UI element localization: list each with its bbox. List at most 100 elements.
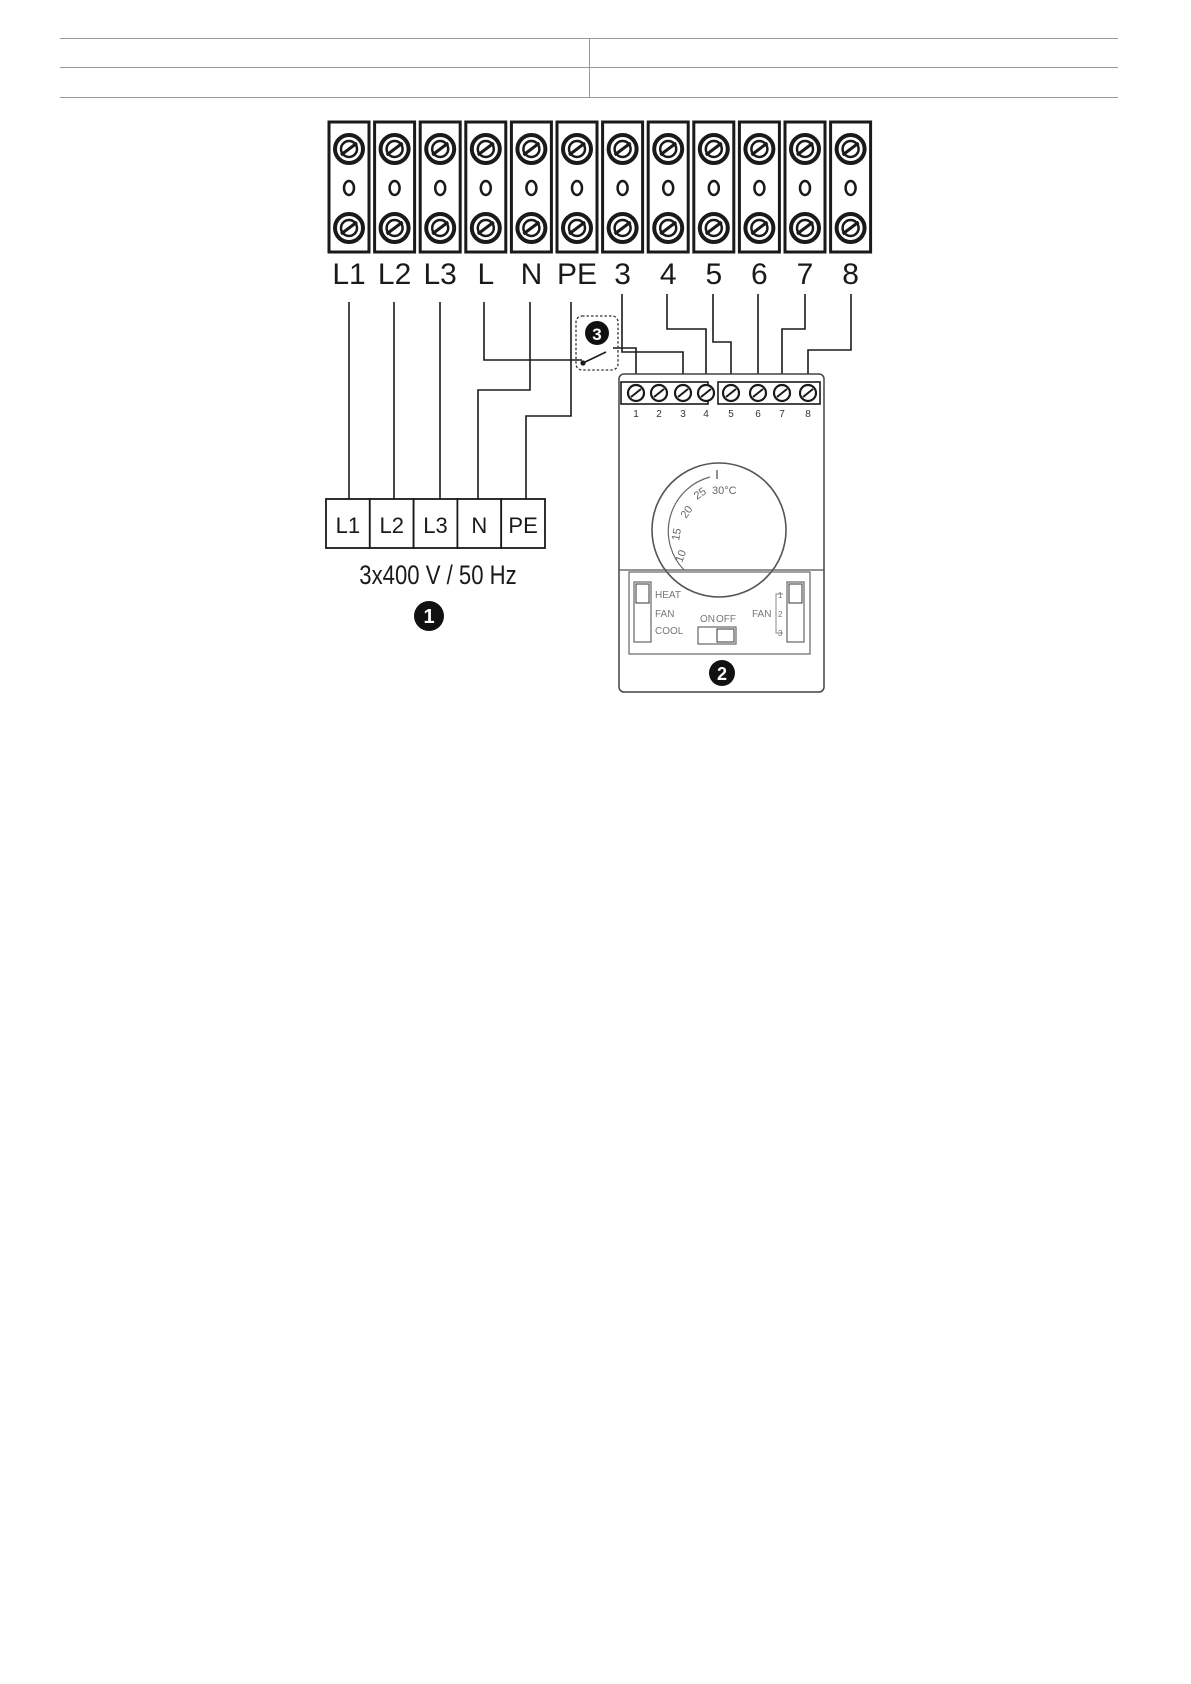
supply-terminal-label: PE [508, 513, 537, 538]
wire-pe [525, 302, 572, 499]
switch-dashed-box [575, 315, 619, 371]
terminal-label: 4 [660, 258, 677, 291]
terminal-label: 5 [705, 258, 722, 291]
terminal-l3: L3 [418, 120, 462, 291]
terminal-7: 7 [783, 120, 827, 291]
supply-terminal-l2: L2 [368, 498, 415, 549]
mode-switch-knob[interactable] [635, 583, 650, 604]
thermostat-terminal-1: 1 [626, 383, 646, 420]
supply-terminal-label: N [471, 513, 487, 538]
callout-1-circle [414, 601, 444, 631]
wire-7 [781, 294, 806, 382]
terminal-label: L3 [424, 258, 457, 291]
terminal-screw [424, 212, 457, 244]
terminal-n: N [509, 120, 553, 291]
terminal-hole [798, 179, 812, 197]
terminal-screw [333, 212, 365, 244]
mode-switch-track[interactable] [633, 581, 652, 643]
wiring [348, 294, 852, 499]
power-off-label: OFF [716, 614, 736, 625]
fan-speed-2: 2 [778, 610, 783, 619]
thermostat-terminal-2: 2 [649, 383, 669, 420]
terminal-hole [844, 179, 857, 197]
power-on-label: ON [700, 614, 715, 625]
terminal-screw [743, 133, 776, 165]
control-panel [628, 571, 811, 655]
dial-scale-arc [667, 476, 711, 571]
power-switch-knob[interactable] [716, 628, 735, 643]
terminal-hole [479, 179, 493, 197]
terminal-screw [789, 133, 821, 165]
terminal-screw [743, 212, 776, 244]
supply-terminal-label: L1 [336, 513, 360, 538]
terminal-l2: L2 [373, 120, 417, 291]
terminal-screw [606, 133, 639, 165]
callout-1-label: 1 [423, 606, 434, 628]
wire-4 [666, 294, 707, 382]
terminal-4: 4 [646, 120, 690, 291]
terminal-hole [707, 179, 721, 197]
callout-2-label: 2 [717, 664, 727, 684]
terminal-label: 3 [614, 258, 631, 291]
terminal-label: N [521, 258, 543, 291]
terminal-label: 6 [751, 258, 768, 291]
header-table [60, 38, 1118, 98]
supply-terminal-l1: L1 [325, 498, 371, 549]
wire-l-to-switch [483, 302, 582, 361]
thermostat-terminal-number: 7 [779, 409, 785, 420]
temperature-dial [651, 462, 787, 598]
terminal-screw [561, 133, 593, 165]
thermostat-terminal-3: 3 [673, 383, 693, 420]
thermostat-terminal-7: 7 [772, 383, 792, 420]
thermostat-terminal-number: 3 [680, 409, 686, 420]
table-column-divider [589, 38, 590, 98]
fan-speed-3: 3 [778, 629, 783, 638]
terminal-hole [570, 179, 584, 197]
terminal-screw [469, 133, 502, 165]
terminal-screw [789, 212, 821, 244]
thermostat-terminal-number: 2 [656, 409, 662, 420]
terminal-screw [515, 133, 548, 165]
terminal-screw [834, 212, 867, 244]
terminal-l1: L1 [327, 120, 371, 291]
supply-terminal-pe: PE [500, 498, 546, 549]
terminal-screw [697, 133, 730, 165]
terminal-label: 8 [842, 258, 859, 291]
power-switch-track[interactable] [697, 626, 737, 645]
terminal-hole [388, 179, 401, 197]
fan-speed-knob[interactable] [788, 583, 803, 604]
terminal-hole [661, 179, 675, 197]
thermostat-terminal-number: 5 [728, 409, 734, 420]
dial-label-10: 10 [674, 548, 689, 564]
terminal-screw [378, 212, 411, 244]
wire-3 [621, 294, 684, 382]
fan-speed-1: 1 [778, 591, 783, 600]
thermostat-terminal-6: 6 [748, 383, 768, 420]
terminal-pe: PE [555, 120, 599, 291]
terminal-label: L2 [378, 258, 411, 291]
terminal-screw [606, 212, 639, 244]
terminal-6: 6 [737, 120, 781, 291]
terminal-hole [525, 179, 538, 197]
terminal-screw [424, 133, 457, 165]
terminal-8: 8 [829, 120, 873, 291]
switch-blade [582, 351, 607, 364]
dial-label-20: 20 [679, 504, 696, 521]
thermostat-terminal-8: 8 [798, 383, 818, 420]
callout-3-circle [585, 321, 609, 345]
terminal-5: 5 [692, 120, 736, 291]
wire-8 [807, 294, 852, 382]
terminal-screw [652, 212, 685, 244]
wire-5 [712, 294, 732, 382]
thermostat-terminal-number: 4 [703, 409, 709, 420]
thermostat-terminal-number: 6 [755, 409, 761, 420]
mode-fan-label: FAN [655, 609, 674, 620]
mode-cool-label: COOL [655, 626, 684, 637]
terminal-screw [834, 133, 867, 165]
fan-speed-track[interactable] [786, 581, 805, 643]
wire-switch-to-t1 [613, 347, 637, 382]
